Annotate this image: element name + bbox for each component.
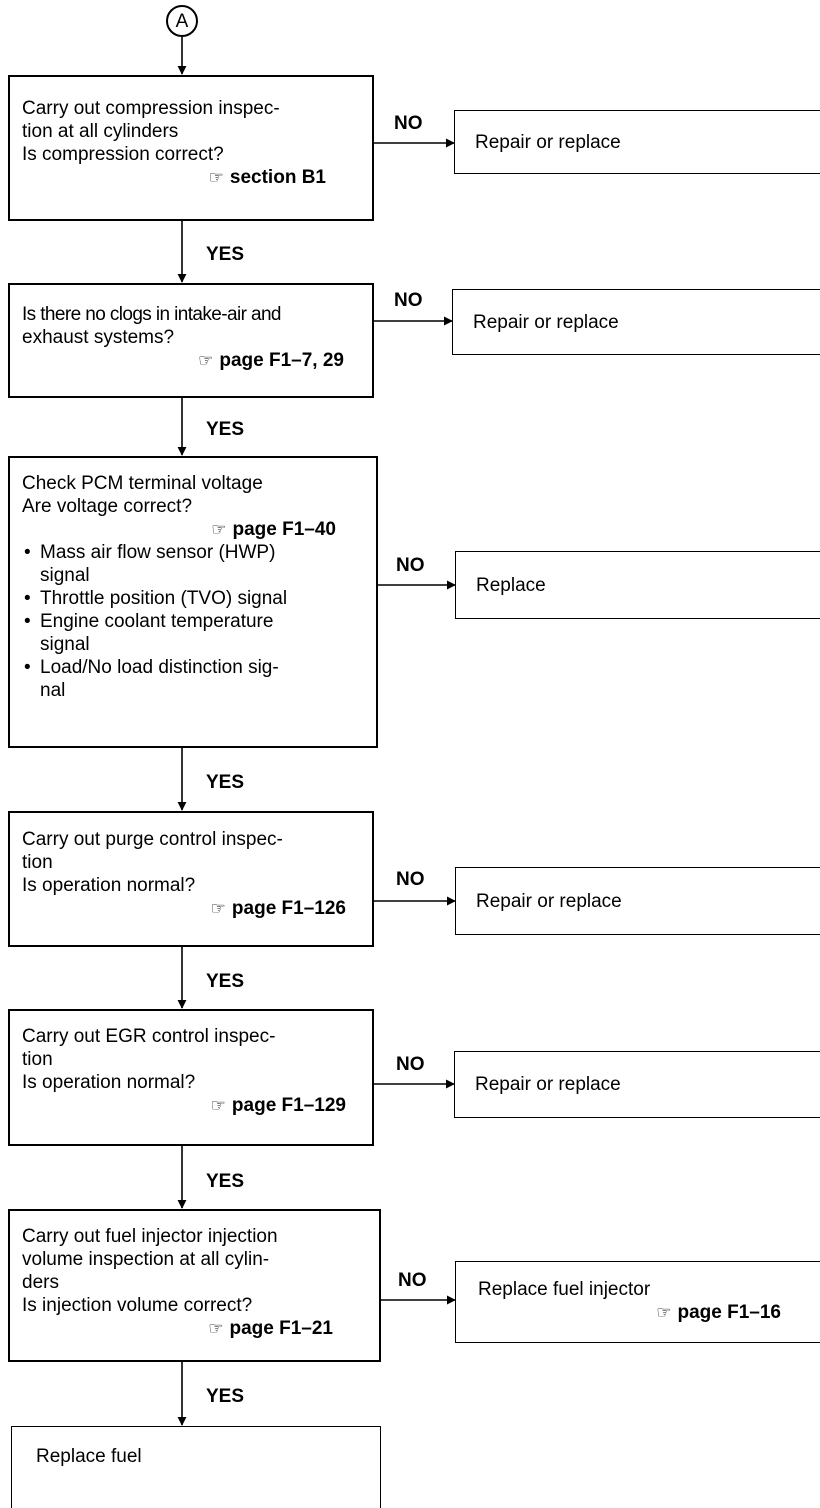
step-5-text-line-2: tion [22,1049,53,1070]
connector-a-label: A [175,10,189,32]
step-5-text-line-3: Is operation normal? [22,1072,196,1093]
step-6-reference-text: page F1–21 [229,1318,334,1339]
list-item: • Load/No load distinction sig-nal [22,656,366,702]
step-3-bullet-2-line-1: Throttle position (TVO) signal [40,588,288,609]
pointing-hand-icon: ☞ [198,351,214,370]
step-2-no-result: Repair or replace [452,289,820,355]
bullet-dot-icon: • [24,542,31,563]
step-1-reference: ☞ section B1 [22,166,362,189]
step-2-no-label: NO [394,290,423,311]
pointing-hand-icon: ☞ [208,1319,224,1338]
step-6-text-line-4: Is injection volume correct? [22,1295,253,1316]
step-1-compression-inspection: Carry out compression inspec- tion at al… [8,75,374,221]
step-5-no-result: Repair or replace [454,1051,820,1118]
step-4-text-line-3: Is operation normal? [22,875,196,896]
step-5-egr-control-inspection: Carry out EGR control inspec- tion Is op… [8,1009,374,1146]
pointing-hand-icon: ☞ [656,1303,672,1322]
step-3-bullet-3-line-2: signal [40,634,90,655]
step-5-no-result-text: Repair or replace [475,1074,621,1095]
step-5-text-line-1: Carry out EGR control inspec- [22,1026,276,1047]
connector-a: A [166,5,198,37]
step-6-no-result-reference-text: page F1–16 [677,1302,782,1323]
step-3-text-line-1: Check PCM terminal voltage [22,473,263,494]
step-6-no-label: NO [398,1270,427,1291]
step-3-bullet-3-line-1: Engine coolant temperature [40,611,274,632]
step-5-reference: ☞ page F1–129 [22,1094,362,1117]
step-3-bullet-4-line-2: nal [40,680,66,701]
step-2-text-line-2: exhaust systems? [22,327,175,348]
step-1-text-line-1: Carry out compression inspec- [22,98,280,119]
step-4-text-line-1: Carry out purge control inspec- [22,829,283,850]
step-5-reference-text: page F1–129 [231,1095,346,1116]
step-6-no-result-text: Replace fuel injector [478,1279,651,1300]
step-1-yes-label: YES [206,244,245,265]
step-3-no-label: NO [396,555,425,576]
step-1-text-line-2: tion at all cylinders [22,121,179,142]
step-4-reference-text: page F1–126 [231,898,346,919]
step-2-reference-text: page F1–7, 29 [219,350,344,371]
step-6-yes-label: YES [206,1386,245,1407]
step-1-no-result: Repair or replace [454,110,820,174]
step-4-purge-control-inspection: Carry out purge control inspec- tion Is … [8,811,374,947]
pointing-hand-icon: ☞ [208,168,224,187]
step-6-text-line-2: volume inspection at all cylin- [22,1249,270,1270]
step-3-bullet-1-line-1: Mass air flow sensor (HWP) [40,542,276,563]
step-2-text-line-1: Is there no clogs in intake-air and [22,304,281,325]
step-6-injector-volume-inspection: Carry out fuel injector injection volume… [8,1209,381,1362]
step-4-yes-label: YES [206,971,245,992]
step-4-reference: ☞ page F1–126 [22,897,362,920]
step-5-yes-label: YES [206,1171,245,1192]
step-1-reference-text: section B1 [229,167,326,188]
bullet-dot-icon: • [24,657,31,678]
step-2-intake-exhaust-check: Is there no clogs in intake-air and exha… [8,283,374,398]
final-text: Replace fuel [36,1446,142,1467]
step-3-reference-text: page F1–40 [232,519,337,540]
step-3-no-result: Replace [455,551,820,619]
final-replace-fuel: Replace fuel [11,1426,381,1508]
step-4-no-result: Repair or replace [455,867,820,935]
step-1-no-result-text: Repair or replace [475,132,621,153]
step-6-reference: ☞ page F1–21 [22,1317,369,1340]
step-1-text-line-3: Is compression correct? [22,144,224,165]
step-3-text-line-2: Are voltage correct? [22,496,193,517]
pointing-hand-icon: ☞ [210,899,226,918]
step-3-pcm-terminal-voltage: Check PCM terminal voltage Are voltage c… [8,456,378,748]
step-3-no-result-text: Replace [476,575,546,596]
step-6-no-result: Replace fuel injector ☞ page F1–16 [455,1261,820,1343]
step-2-reference: ☞ page F1–7, 29 [22,349,362,372]
step-2-no-result-text: Repair or replace [473,312,619,333]
bullet-dot-icon: • [24,588,31,609]
step-3-bullet-1-line-2: signal [40,565,90,586]
step-3-reference: ☞ page F1–40 [22,518,366,541]
step-3-yes-label: YES [206,772,245,793]
step-6-no-result-reference: ☞ page F1–16 [478,1301,820,1324]
step-6-text-line-3: ders [22,1272,59,1293]
step-6-text-line-1: Carry out fuel injector injection [22,1226,278,1247]
list-item: • Mass air flow sensor (HWP)signal [22,541,366,587]
step-1-no-label: NO [394,113,423,134]
step-4-no-result-text: Repair or replace [476,891,622,912]
bullet-dot-icon: • [24,611,31,632]
step-4-no-label: NO [396,869,425,890]
pointing-hand-icon: ☞ [211,520,227,539]
step-3-signal-list: •Mass air flow sensor (HWP)signal •Throt… [22,541,366,702]
pointing-hand-icon: ☞ [210,1096,226,1115]
list-item: • Throttle position (TVO) signal [22,587,366,610]
step-2-yes-label: YES [206,419,245,440]
step-4-text-line-2: tion [22,852,53,873]
step-3-bullet-4-line-1: Load/No load distinction sig- [40,657,279,678]
step-5-no-label: NO [396,1054,425,1075]
